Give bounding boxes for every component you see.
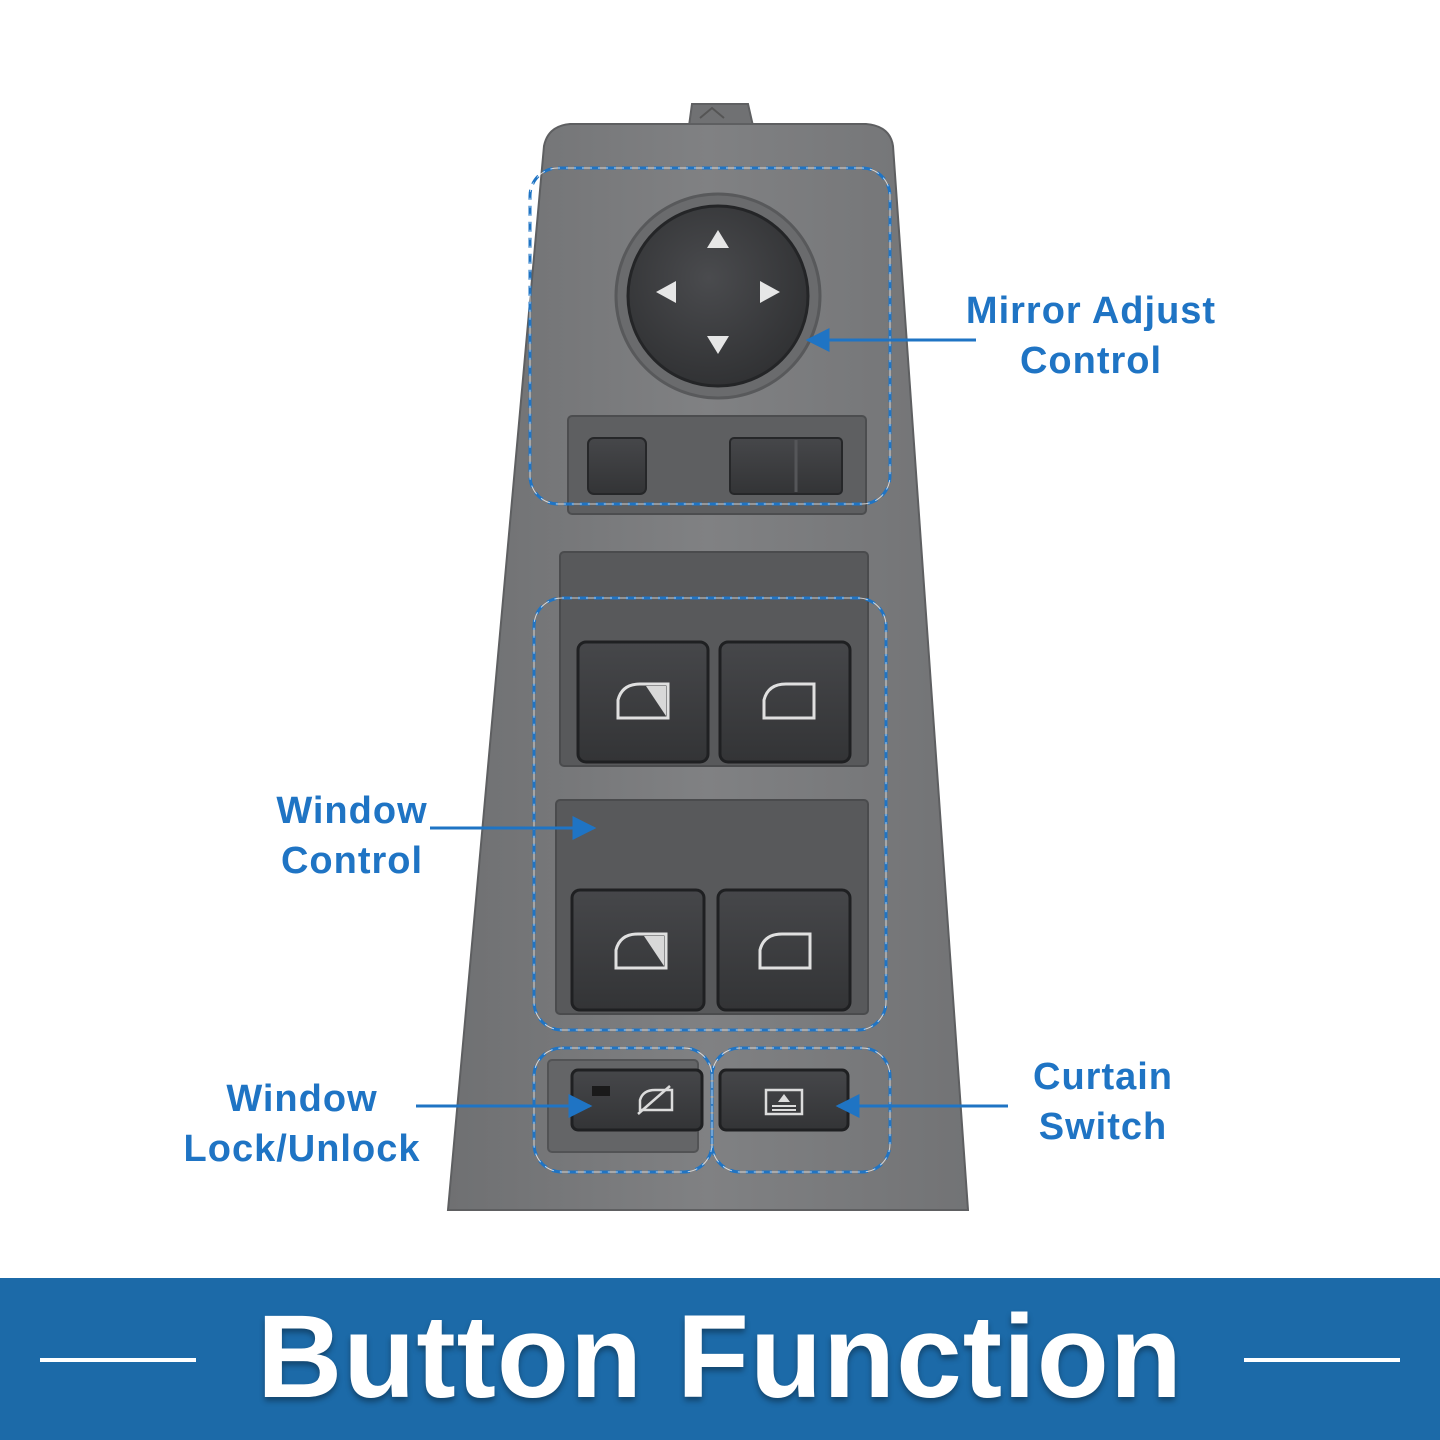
mirror-adjust-label: Mirror Adjust Control [950, 286, 1232, 386]
title-banner: Button Function [0, 1278, 1440, 1440]
window-control-label-line1: Window [276, 790, 428, 832]
window-button-front-left[interactable] [576, 640, 710, 764]
window-icon [758, 932, 812, 970]
curtain-switch-label-line2: Switch [1038, 1106, 1168, 1148]
curtain-icon [764, 1088, 804, 1116]
arrow-left-icon [656, 281, 676, 303]
banner-rule-right [1244, 1358, 1400, 1362]
callout-arrows [416, 328, 1008, 1118]
arrow-right-icon [760, 281, 780, 303]
window-button-rear-right[interactable] [716, 888, 852, 1012]
curtain-switch-label-line1: Curtain [1033, 1056, 1173, 1098]
mirror-adjust-label-line1: Mirror Adjust [965, 290, 1217, 332]
mirror-button-tray [567, 415, 867, 515]
window-lock-label-line2: Lock/Unlock [183, 1128, 421, 1170]
window-icon [614, 932, 668, 970]
panel-top-tab [687, 103, 755, 127]
window-control-highlight [532, 596, 888, 1032]
window-lock-label: Window Lock/Unlock [166, 1074, 438, 1174]
arrow-up-icon [707, 230, 729, 248]
mirror-select-switch[interactable] [729, 437, 843, 495]
mirror-fold-button[interactable] [587, 437, 647, 495]
window-control-label-line2: Control [280, 840, 424, 882]
mirror-joystick-icon[interactable] [614, 192, 822, 400]
curtain-switch-button[interactable] [718, 1068, 850, 1132]
window-lock-label-line1: Window [226, 1078, 378, 1120]
window-icon [762, 682, 816, 720]
window-lock-button[interactable] [547, 1059, 704, 1153]
window-button-rear-left[interactable] [570, 888, 706, 1012]
arrow-down-icon [707, 336, 729, 354]
curtain-switch-highlight [710, 1046, 892, 1174]
window-button-front-right[interactable] [718, 640, 852, 764]
curtain-switch-label: Curtain Switch [1010, 1052, 1196, 1152]
banner-title: Button Function [257, 1291, 1183, 1423]
banner-rule-left [40, 1358, 196, 1362]
window-lock-icon [637, 1085, 674, 1115]
mirror-adjust-label-line2: Control [1019, 340, 1163, 382]
window-control-label: Window Control [252, 786, 452, 886]
window-icon [616, 682, 670, 720]
